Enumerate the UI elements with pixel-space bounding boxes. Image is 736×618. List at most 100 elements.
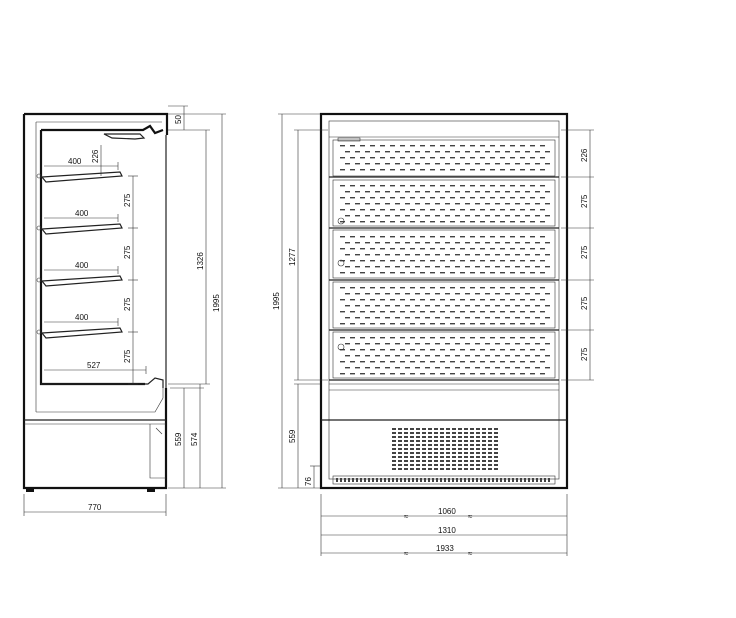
front-perforations xyxy=(340,145,550,375)
perforation-slot xyxy=(370,311,375,313)
perforation-slot xyxy=(475,215,480,217)
perforation-slot xyxy=(455,367,460,369)
perforation-slot xyxy=(540,197,545,199)
kick-slot xyxy=(408,478,410,482)
perforation-slot xyxy=(355,293,360,295)
side-depth: 770 xyxy=(88,503,102,512)
perforation-slot xyxy=(475,293,480,295)
perforation-slot xyxy=(530,248,535,250)
perforation-slot xyxy=(385,355,390,357)
perforation-slot xyxy=(520,197,525,199)
perforation-slot xyxy=(525,293,530,295)
front-width-dims: 1060 1310 1933 ≈ ≈ ≈ ≈ xyxy=(320,494,568,558)
vent-slot xyxy=(428,432,432,434)
perforation-slot xyxy=(420,373,425,375)
perforation-slot xyxy=(445,305,450,307)
perforation-slot xyxy=(520,337,525,339)
perforation-slot xyxy=(455,215,460,217)
side-foot-back xyxy=(147,488,155,492)
perforation-slot xyxy=(370,361,375,363)
perforation-slot xyxy=(505,266,510,268)
perforation-slot xyxy=(525,317,530,319)
vent-slot xyxy=(494,448,498,450)
perforation-slot xyxy=(390,209,395,211)
perforation-slot xyxy=(385,367,390,369)
perforation-slot xyxy=(540,299,545,301)
perforation-slot xyxy=(475,305,480,307)
perforation-slot xyxy=(505,293,510,295)
side-foot-front xyxy=(26,488,34,492)
front-kick-slots xyxy=(336,478,550,482)
perforation-slot xyxy=(545,266,550,268)
vent-slot xyxy=(422,452,426,454)
perforation-slot xyxy=(465,367,470,369)
perforation-slot xyxy=(470,221,475,223)
perforation-slot xyxy=(420,299,425,301)
perforation-slot xyxy=(520,299,525,301)
perforation-slot xyxy=(370,236,375,238)
perforation-slot xyxy=(350,287,355,289)
kick-slot xyxy=(460,478,462,482)
perforation-slot xyxy=(455,343,460,345)
vent-slot xyxy=(446,440,450,442)
perforation-slot xyxy=(495,266,500,268)
perforation-slot xyxy=(400,169,405,171)
perforation-slot xyxy=(475,317,480,319)
kick-slot xyxy=(464,478,466,482)
perforation-slot xyxy=(380,260,385,262)
front-panel-5 xyxy=(332,331,556,379)
perforation-slot xyxy=(455,305,460,307)
vent-slot xyxy=(494,444,498,446)
perforation-slot xyxy=(490,349,495,351)
perforation-slot xyxy=(530,272,535,274)
break-mark-1a: ≈ xyxy=(404,512,409,521)
perforation-slot xyxy=(405,163,410,165)
perforation-slot xyxy=(520,349,525,351)
perforation-slot xyxy=(440,197,445,199)
perforation-slot xyxy=(410,373,415,375)
vent-slot xyxy=(398,440,402,442)
perforation-slot xyxy=(380,311,385,313)
kick-slot xyxy=(536,478,538,482)
perforation-slot xyxy=(380,373,385,375)
vent-slot xyxy=(410,436,414,438)
perforation-slot xyxy=(440,299,445,301)
break-mark-1b: ≈ xyxy=(468,512,473,521)
perforation-slot xyxy=(400,209,405,211)
perforation-slot xyxy=(410,287,415,289)
kick-slot xyxy=(508,478,510,482)
perforation-slot xyxy=(415,191,420,193)
perforation-slot xyxy=(385,305,390,307)
perforation-slot xyxy=(470,169,475,171)
front-canopy-light xyxy=(337,137,361,142)
perforation-slot xyxy=(485,242,490,244)
perforation-slot xyxy=(510,260,515,262)
perforation-slot xyxy=(365,266,370,268)
side-gap-1: 275 xyxy=(123,193,132,207)
perforation-slot xyxy=(420,361,425,363)
perforation-slot xyxy=(450,349,455,351)
perforation-slot xyxy=(350,260,355,262)
vent-slot xyxy=(470,464,474,466)
front-width-outer: 1933 xyxy=(436,544,454,553)
perforation-slot xyxy=(350,157,355,159)
perforation-slot xyxy=(400,157,405,159)
perforation-slot xyxy=(355,305,360,307)
perforation-slot xyxy=(415,293,420,295)
side-deck-slope xyxy=(36,388,164,413)
perforation-slot xyxy=(460,221,465,223)
kick-slot xyxy=(428,478,430,482)
vent-slot xyxy=(494,428,498,430)
perforation-slot xyxy=(470,209,475,211)
perforation-slot xyxy=(415,242,420,244)
vent-slot xyxy=(410,464,414,466)
perforation-slot xyxy=(455,242,460,244)
vent-slot xyxy=(482,432,486,434)
front-tag-clips xyxy=(337,217,345,351)
perforation-slot xyxy=(440,361,445,363)
perforation-slot xyxy=(400,299,405,301)
perforation-slot xyxy=(385,266,390,268)
perforation-slot xyxy=(350,185,355,187)
vent-slot xyxy=(428,468,432,470)
perforation-slot xyxy=(430,287,435,289)
